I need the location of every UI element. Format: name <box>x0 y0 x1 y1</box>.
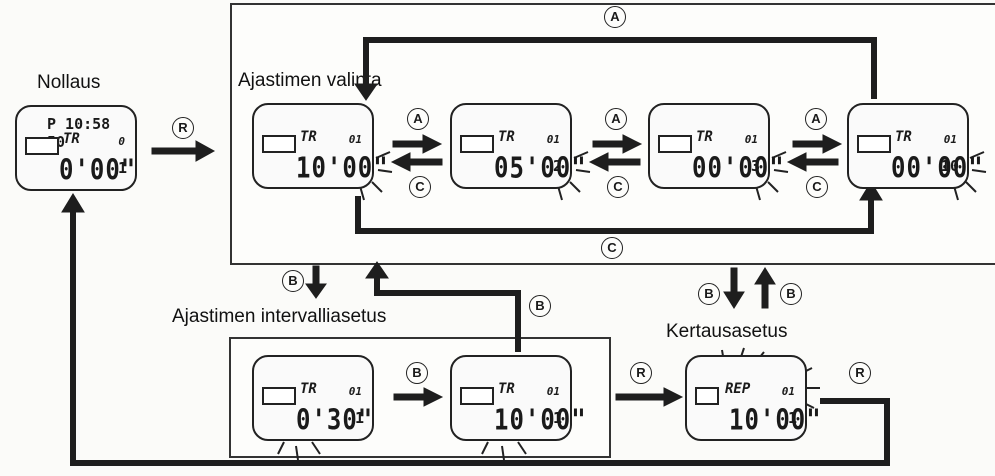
button-r-reset-select: R <box>172 117 194 139</box>
interval-set-label: Ajastimen intervalliasetus <box>172 306 387 327</box>
c-arrow-3 <box>805 158 839 166</box>
lcd-box <box>262 135 296 153</box>
lcd-suffix: 1 <box>552 409 562 427</box>
button-a-3: A <box>805 108 827 130</box>
return-loop-right-vertical <box>871 37 877 99</box>
lcd-repeat: REP 01 10'00" 1 <box>685 355 821 441</box>
lcd-small: 01 <box>744 133 758 146</box>
lcd-mode: REP <box>725 381 751 397</box>
button-a-1: A <box>407 108 429 130</box>
lcd-mode: TR <box>895 129 912 145</box>
button-b-interval-exit: B <box>529 295 551 317</box>
lcd-main: 00'00" <box>692 151 785 185</box>
lcd-mode: TR <box>498 381 515 397</box>
timer-select-label: Ajastimen valinta <box>238 70 382 91</box>
lcd-suffix: 10 <box>940 157 959 175</box>
c-arrow-1 <box>409 158 443 166</box>
a-arrow-3 <box>792 140 824 148</box>
lcd-select-2: TR 01 05'00" 2 <box>450 103 586 189</box>
lcd-main: 10'00" <box>729 403 822 437</box>
reset-return-left-vertical <box>70 200 76 466</box>
b-down-arrow <box>312 265 320 287</box>
repeat-set-label: Kertausasetus <box>666 321 788 342</box>
lcd-suffix: 1 <box>117 159 127 177</box>
button-r-interval-repeat: R <box>630 362 652 384</box>
button-c-bottom-loop: C <box>601 237 623 259</box>
lcd-select-4: TR 01 00'00" 10 <box>847 103 983 189</box>
lcd-box <box>460 135 494 153</box>
b-down-repeat-arrow <box>730 267 738 295</box>
interval-exit-arrow-head <box>365 261 389 279</box>
lcd-main: 05'00" <box>494 151 587 185</box>
c-loop-left-vertical <box>355 196 361 234</box>
button-c-2: C <box>607 176 629 198</box>
lcd-small: 01 <box>348 385 362 398</box>
c-arrow-2 <box>607 158 641 166</box>
lcd-small: 01 <box>546 133 560 146</box>
b-up-repeat-arrow <box>761 281 769 309</box>
lcd-box <box>658 135 692 153</box>
lcd-interval-2: TR 01 10'00" 1 <box>450 355 586 441</box>
lcd-box <box>695 387 719 405</box>
a-arrow-2 <box>592 140 624 148</box>
lcd-main: 10'00" <box>494 403 587 437</box>
button-b-down: B <box>282 270 304 292</box>
button-a-top-loop: A <box>604 6 626 28</box>
button-a-2: A <box>605 108 627 130</box>
lcd-box <box>25 137 59 155</box>
button-r-repeat-reset: R <box>849 362 871 384</box>
return-loop-top-line <box>363 37 877 43</box>
lcd-mode: TR <box>300 129 317 145</box>
interval-exit-vertical <box>515 290 521 352</box>
reset-to-select-arrow <box>151 147 197 155</box>
lcd-box <box>460 387 494 405</box>
c-loop-right-vertical <box>868 198 874 234</box>
lcd-mode: TR <box>300 381 317 397</box>
c-loop-arrow-head <box>859 181 883 201</box>
lcd-suffix: 1 <box>787 409 797 427</box>
lcd-small: 01 <box>546 385 560 398</box>
button-b-repeat-up: B <box>780 283 802 305</box>
c-loop-bottom-line <box>355 228 874 234</box>
button-b-interval: B <box>406 362 428 384</box>
button-c-1: C <box>409 176 431 198</box>
lcd-select-3: TR 01 00'00" 3 <box>648 103 784 189</box>
reset-return-right-vertical <box>884 398 890 466</box>
lcd-suffix: 1 <box>354 409 364 427</box>
interval-exit-up <box>374 270 380 296</box>
reset-to-select-arrow-head <box>195 140 216 162</box>
reset-return-arrow-head <box>61 193 85 213</box>
top-loop-arrow-head <box>354 83 378 101</box>
lcd-main: 0'00" <box>59 153 137 187</box>
button-b-repeat-down: B <box>698 283 720 305</box>
return-loop-left-vertical <box>363 37 369 87</box>
lcd-reset: P 10:58 50 TR 0 0'00" 1 <box>15 105 137 191</box>
lcd-select-1: TR 01 10'00" <box>252 103 388 189</box>
lcd-small: 01 <box>781 385 795 398</box>
lcd-mode: TR <box>696 129 713 145</box>
lcd-interval-1: TR 01 0'30" 1 <box>252 355 374 441</box>
reset-return-bottom <box>70 460 890 466</box>
lcd-box <box>857 135 891 153</box>
lcd-suffix: 2 <box>552 157 562 175</box>
lcd-mode: TR <box>498 129 515 145</box>
lcd-small: 01 <box>348 133 362 146</box>
lcd-main: 0'30" <box>296 403 374 437</box>
interval-exit-horizontal <box>374 290 521 296</box>
lcd-small: 0 <box>118 135 125 148</box>
lcd-suffix: 3 <box>750 157 760 175</box>
reset-label: Nollaus <box>37 72 101 93</box>
a-arrow-1 <box>392 140 424 148</box>
lcd-small: 01 <box>943 133 957 146</box>
lcd-main: 00'00" <box>891 151 984 185</box>
button-c-3: C <box>806 176 828 198</box>
repeat-to-right-line <box>820 398 890 404</box>
interval-b-arrow <box>393 393 425 401</box>
lcd-box <box>262 387 296 405</box>
lcd-main: 10'00" <box>296 151 389 185</box>
lcd-mode: TR <box>63 131 80 147</box>
interval-to-repeat-arrow <box>615 393 665 401</box>
